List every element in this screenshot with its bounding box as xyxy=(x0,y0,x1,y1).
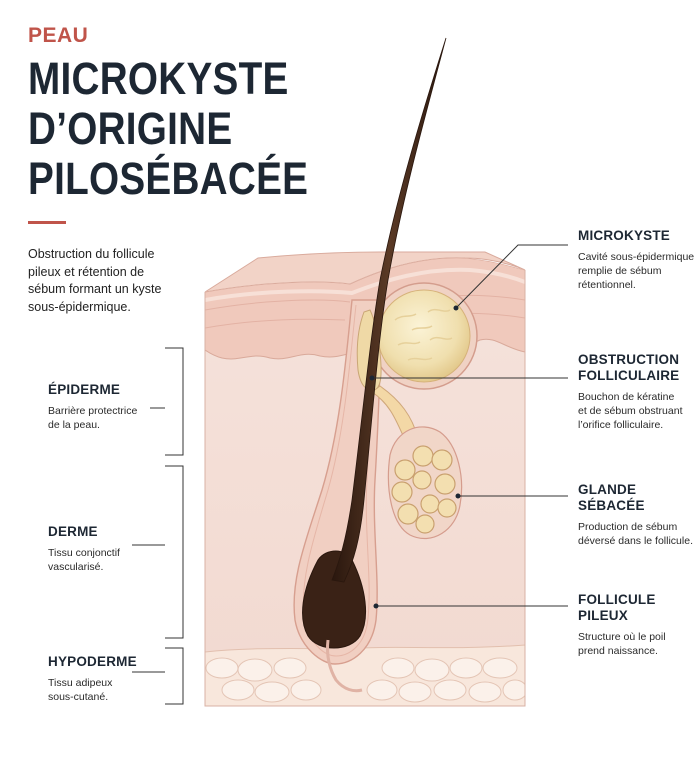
layer-title: DERME xyxy=(48,524,98,539)
callout-desc: Cavité sous-épidermique remplie de sébum… xyxy=(578,250,694,292)
desc-line: de la peau. xyxy=(48,419,100,431)
callout-obstruction: OBSTRUCTION FOLLICULAIRE Bouchon de kéra… xyxy=(578,352,682,432)
title-line: FOLLICULE xyxy=(578,592,656,607)
label-derme: DERME Tissu conjonctif vascularisé. xyxy=(48,524,120,574)
hair-shaft xyxy=(331,37,447,583)
desc-line: sous-cutané. xyxy=(48,691,109,703)
desc-line: Bouchon de kératine xyxy=(578,391,675,403)
desc-line: et de sébum obstruant xyxy=(578,405,683,417)
sebaceous-gland xyxy=(387,426,463,540)
layer-desc: Tissu adipeux sous-cutané. xyxy=(48,676,137,704)
title-line: PILEUX xyxy=(578,608,628,623)
desc-line: l’orifice folliculaire. xyxy=(578,419,664,431)
cyst-sebum-texture xyxy=(394,308,453,361)
layer-brackets xyxy=(132,347,184,705)
layer-title: HYPODERME xyxy=(48,654,137,669)
callout-follicule: FOLLICULE PILEUX Structure où le poil pr… xyxy=(578,592,666,658)
title-line: GLANDE xyxy=(578,482,637,497)
desc-line: rétentionnel. xyxy=(578,279,636,291)
desc-line: déversé dans le follicule. xyxy=(578,535,693,547)
layer-desc: Barrière protectrice de la peau. xyxy=(48,404,137,432)
intro-line: sébum formant un kyste xyxy=(28,282,162,296)
desc-line: Tissu conjonctif xyxy=(48,547,120,559)
callout-title: GLANDE SÉBACÉE xyxy=(578,482,693,514)
desc-line: prend naissance. xyxy=(578,645,658,657)
title-line: MICROKYSTE xyxy=(28,53,289,104)
title-line: OBSTRUCTION xyxy=(578,352,680,367)
page-title: MICROKYSTE D’ORIGINE PILOSÉBACÉE xyxy=(28,54,308,204)
desc-line: Production de sébum xyxy=(578,521,678,533)
callout-glande: GLANDE SÉBACÉE Production de sébum déver… xyxy=(578,482,693,548)
layer-desc: Tissu conjonctif vascularisé. xyxy=(48,546,120,574)
intro-line: pileux et rétention de xyxy=(28,264,145,279)
epidermis-striation xyxy=(205,294,525,329)
callout-dots xyxy=(369,305,461,609)
block-outline xyxy=(204,270,526,707)
intro-text: Obstruction du follicule pileux et réten… xyxy=(28,246,208,316)
desc-line: Cavité sous-épidermique xyxy=(578,251,695,263)
title-line: PILOSÉBACÉE xyxy=(28,153,309,204)
intro-line: Obstruction du follicule xyxy=(28,247,155,261)
dermal-papilla xyxy=(326,639,363,693)
layer-title: ÉPIDERME xyxy=(48,382,121,397)
label-epiderme: ÉPIDERME Barrière protectrice de la peau… xyxy=(48,382,137,432)
callout-leaders xyxy=(372,244,568,607)
callout-desc: Structure où le poil prend naissance. xyxy=(578,630,666,658)
desc-line: vascularisé. xyxy=(48,561,104,573)
title-line: D’ORIGINE xyxy=(28,103,233,154)
desc-line: Structure où le poil xyxy=(578,631,666,643)
callout-microkyste: MICROKYSTE Cavité sous-épidermique rempl… xyxy=(578,228,694,292)
desc-line: Barrière protectrice xyxy=(48,405,138,417)
section-kicker: PEAU xyxy=(28,24,89,47)
desc-line: Tissu adipeux xyxy=(48,677,113,689)
cyst-cavity xyxy=(377,289,471,383)
callout-desc: Bouchon de kératine et de sébum obstruan… xyxy=(578,390,682,432)
fat-cells xyxy=(205,657,525,703)
callout-desc: Production de sébum déversé dans le foll… xyxy=(578,520,693,548)
desc-line: remplie de sébum xyxy=(578,265,662,277)
title-line: SÉBACÉE xyxy=(578,498,645,513)
intro-line: sous-épidermique. xyxy=(28,299,131,314)
title-line: FOLLICULAIRE xyxy=(578,368,680,383)
callout-title: FOLLICULE PILEUX xyxy=(578,592,666,624)
callout-title: OBSTRUCTION FOLLICULAIRE xyxy=(578,352,682,384)
title-line: MICROKYSTE xyxy=(578,228,671,243)
label-hypoderme: HYPODERME Tissu adipeux sous-cutané. xyxy=(48,654,137,704)
accent-rule xyxy=(28,221,66,224)
callout-title: MICROKYSTE xyxy=(578,228,694,244)
